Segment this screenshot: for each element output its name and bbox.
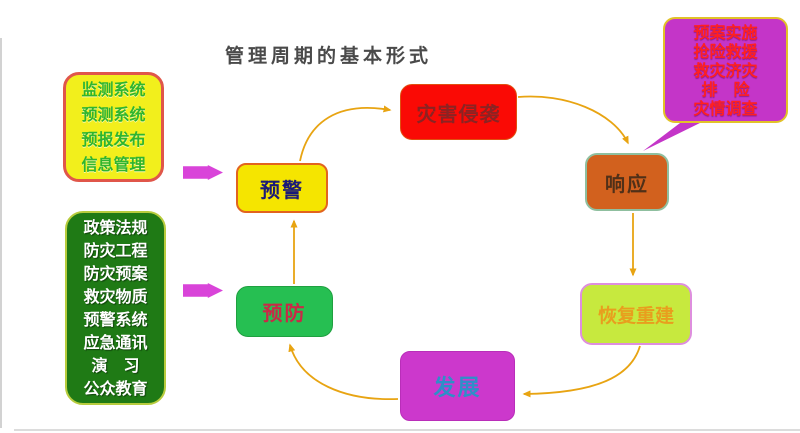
node-disaster-strike: 灾害侵袭 — [400, 84, 517, 140]
callout-tail — [643, 120, 704, 151]
arrow-warning-to-disaster — [299, 105, 392, 162]
response-actions-callout: 预案实施 抢险救援 救灾济灾 排 险 灾情调查 — [663, 17, 788, 123]
arrow-development-to-prevention — [288, 343, 399, 400]
slide-bottom-border — [14, 429, 800, 431]
arrow-recovery-to-development — [522, 345, 641, 398]
pointer-arrow-to-prevention — [183, 283, 223, 298]
node-development: 发展 — [400, 351, 515, 421]
page-title: 管理周期的基本形式 — [225, 45, 433, 67]
pointer-arrow-to-warning — [183, 165, 223, 180]
node-recovery-rebuild: 恢复重建 — [580, 283, 692, 345]
prevention-measures-box: 政策法规 防灾工程 防灾预案 救灾物质 预警系统 应急通讯 演 习 公众教育 — [65, 211, 166, 405]
slide-left-border — [0, 38, 2, 428]
arrow-disaster-to-response — [517, 95, 629, 145]
monitoring-systems-box: 监测系统 预测系统 预报发布 信息管理 — [63, 72, 164, 182]
node-response: 响应 — [585, 153, 669, 211]
node-warning: 预警 — [236, 163, 328, 213]
node-prevention: 预防 — [236, 286, 333, 337]
